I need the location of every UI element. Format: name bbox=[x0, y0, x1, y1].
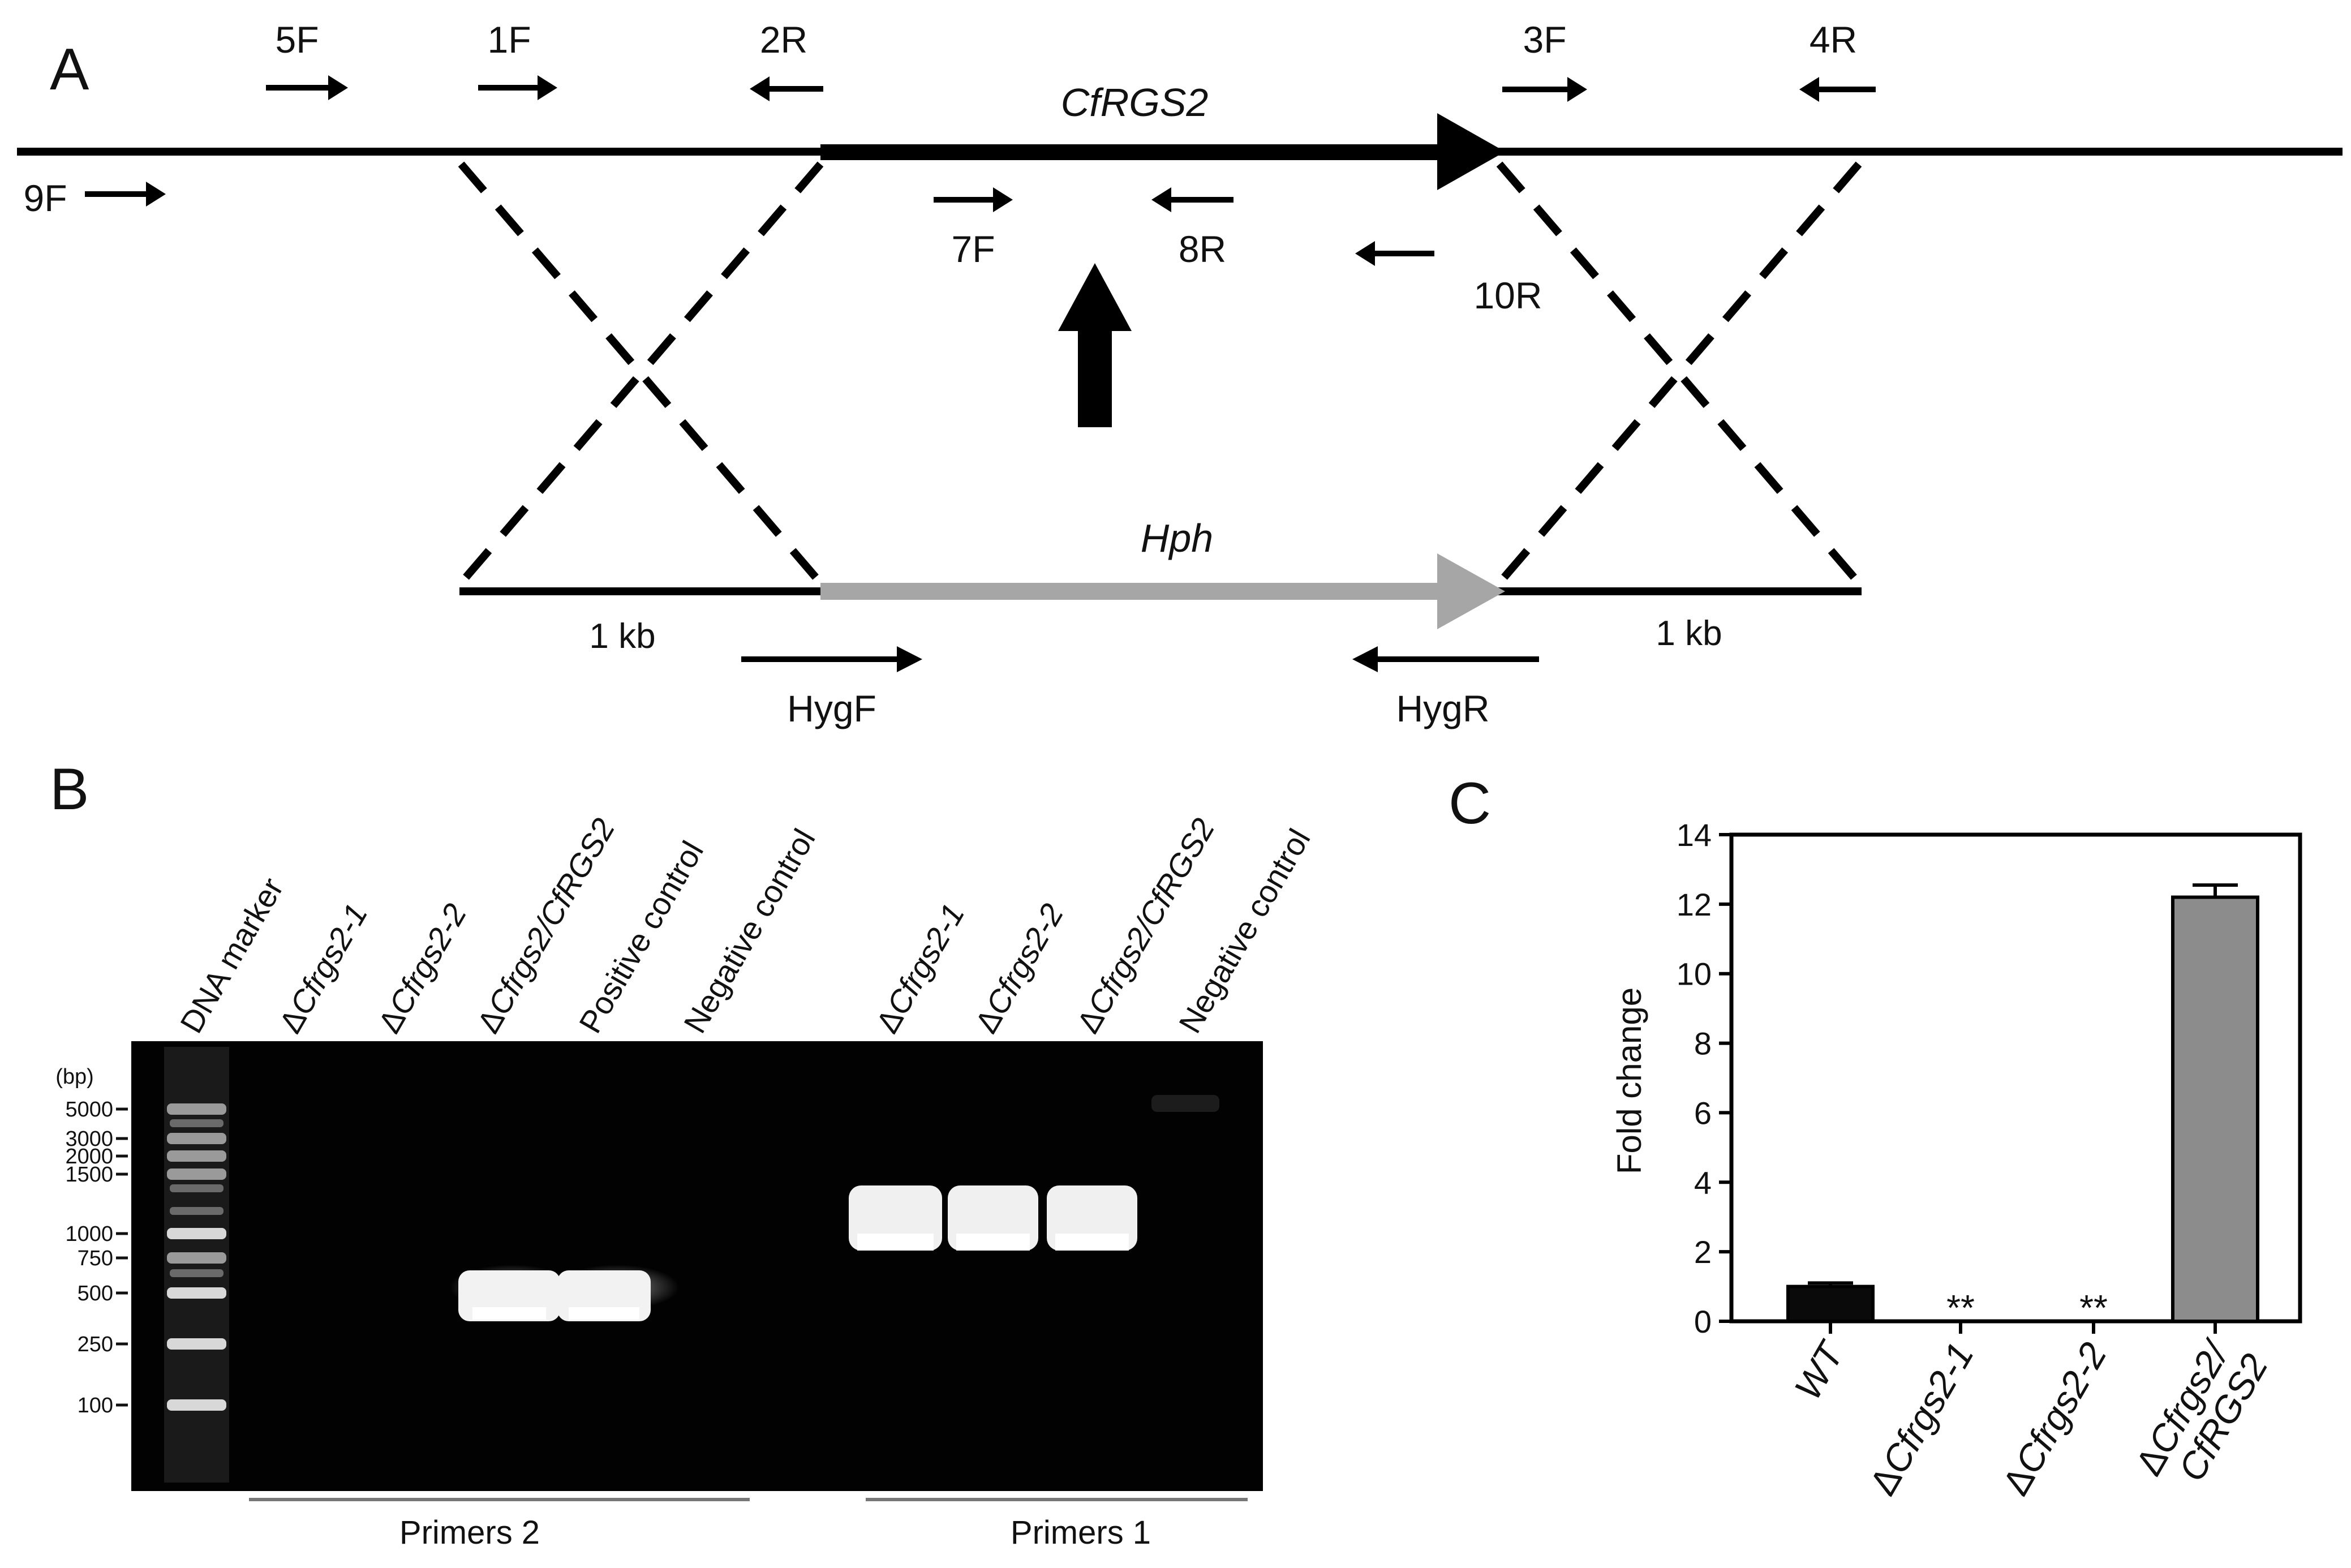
ladder-band bbox=[167, 1252, 226, 1264]
panel-label-c: C bbox=[1449, 771, 1491, 836]
bp-tick-label: 5000 bbox=[65, 1098, 113, 1122]
replacement-arrow-icon bbox=[1058, 263, 1132, 427]
primers2-label: Primers 2 bbox=[399, 1514, 540, 1551]
y-tick-label: 2 bbox=[1694, 1234, 1712, 1270]
bp-tick-label: 500 bbox=[78, 1282, 113, 1305]
lane-label: ΔCfrgs2-1 bbox=[869, 897, 972, 1039]
ladder-band bbox=[167, 1150, 226, 1162]
y-tick-label: 4 bbox=[1694, 1165, 1712, 1200]
x-tick-label: WT bbox=[1786, 1333, 1853, 1407]
bp-unit-label: (bp) bbox=[55, 1065, 94, 1089]
sample-bands bbox=[450, 1095, 1219, 1321]
y-tick-label: 6 bbox=[1694, 1095, 1712, 1131]
primer-3f-label: 3F bbox=[1523, 19, 1566, 61]
lane-label: ΔCfrgs2-2 bbox=[371, 897, 474, 1039]
y-tick-label: 0 bbox=[1694, 1304, 1712, 1339]
ladder-band bbox=[167, 1133, 226, 1144]
primer-2r-label: 2R bbox=[760, 19, 807, 61]
bar bbox=[1786, 1285, 1875, 1324]
right-flank-label: 1 kb bbox=[1656, 614, 1722, 653]
left-flank-label: 1 kb bbox=[589, 617, 655, 656]
gel-image bbox=[131, 1041, 1263, 1491]
primer-10r-label: 10R bbox=[1473, 274, 1542, 316]
primer-4r-label: 4R bbox=[1810, 19, 1857, 61]
plot-frame bbox=[1729, 832, 2302, 1324]
ladder-band bbox=[170, 1207, 224, 1215]
cfrgs2-gene-arrow bbox=[820, 113, 1505, 190]
ladder-band bbox=[167, 1103, 226, 1115]
hph-marker-arrow bbox=[820, 553, 1505, 629]
bp-tick-label: 1500 bbox=[65, 1163, 113, 1187]
y-tick-label: 14 bbox=[1677, 817, 1712, 853]
primer-1f-label: 1F bbox=[487, 19, 531, 61]
panel-label-a: A bbox=[50, 37, 89, 102]
ladder-band bbox=[170, 1269, 224, 1277]
lane-label: ΔCfrgs2-1 bbox=[272, 897, 375, 1039]
primer-hygf-label: HygF bbox=[787, 688, 876, 729]
primers1-label: Primers 1 bbox=[1011, 1514, 1151, 1551]
y-tick-label: 10 bbox=[1677, 956, 1712, 992]
ladder-band bbox=[167, 1169, 226, 1180]
bp-tick-label: 1000 bbox=[65, 1222, 113, 1246]
primer-8r-label: 8R bbox=[1179, 228, 1226, 270]
ladder-bands bbox=[167, 1103, 226, 1411]
ladder-band bbox=[167, 1228, 226, 1239]
panel-c: C Fold change 02468101214WT**ΔCfrgs2-1**… bbox=[1449, 771, 2302, 1502]
ladder-band bbox=[167, 1287, 226, 1299]
lane-label: DNA marker bbox=[173, 871, 290, 1039]
x-tick-label: ΔCfrgs2-2 bbox=[1994, 1335, 2114, 1502]
lane-label: ΔCfrgs2-2 bbox=[968, 897, 1071, 1039]
crossover-lines bbox=[458, 161, 1862, 586]
hph-marker-label: Hph bbox=[1141, 516, 1213, 560]
bp-tick-label: 3000 bbox=[65, 1127, 113, 1151]
bp-tick-label: 750 bbox=[78, 1247, 113, 1270]
panel-a: A CfRGS2 Hph 1 kb 1 kb bbox=[17, 19, 2343, 729]
bp-tick-label: 250 bbox=[78, 1333, 113, 1356]
cfrgs2-gene-label: CfRGS2 bbox=[1061, 80, 1209, 124]
primer-arrows bbox=[85, 75, 1876, 672]
primer-hygr-label: HygR bbox=[1396, 688, 1489, 729]
bp-tick-label: 2000 bbox=[65, 1145, 113, 1169]
y-axis-label: Fold change bbox=[1610, 987, 1648, 1174]
panel-label-b: B bbox=[50, 757, 89, 822]
ladder-band bbox=[170, 1119, 224, 1127]
primer-9f-label: 9F bbox=[23, 177, 67, 219]
y-tick-label: 8 bbox=[1694, 1026, 1712, 1062]
x-tick-label: ΔCfrgs2-1 bbox=[1861, 1335, 1982, 1502]
ladder-band bbox=[167, 1399, 226, 1411]
bar bbox=[2171, 895, 2259, 1323]
lane-labels: DNA markerΔCfrgs2-1ΔCfrgs2-2ΔCfrgs2/CfRG… bbox=[173, 812, 1317, 1039]
y-tick-label: 12 bbox=[1677, 887, 1712, 922]
primer-7f-label: 7F bbox=[951, 228, 995, 270]
ladder-band bbox=[167, 1338, 226, 1350]
bp-tick-label: 100 bbox=[78, 1394, 113, 1417]
primer-5f-label: 5F bbox=[275, 19, 319, 61]
ladder-band bbox=[170, 1184, 224, 1192]
